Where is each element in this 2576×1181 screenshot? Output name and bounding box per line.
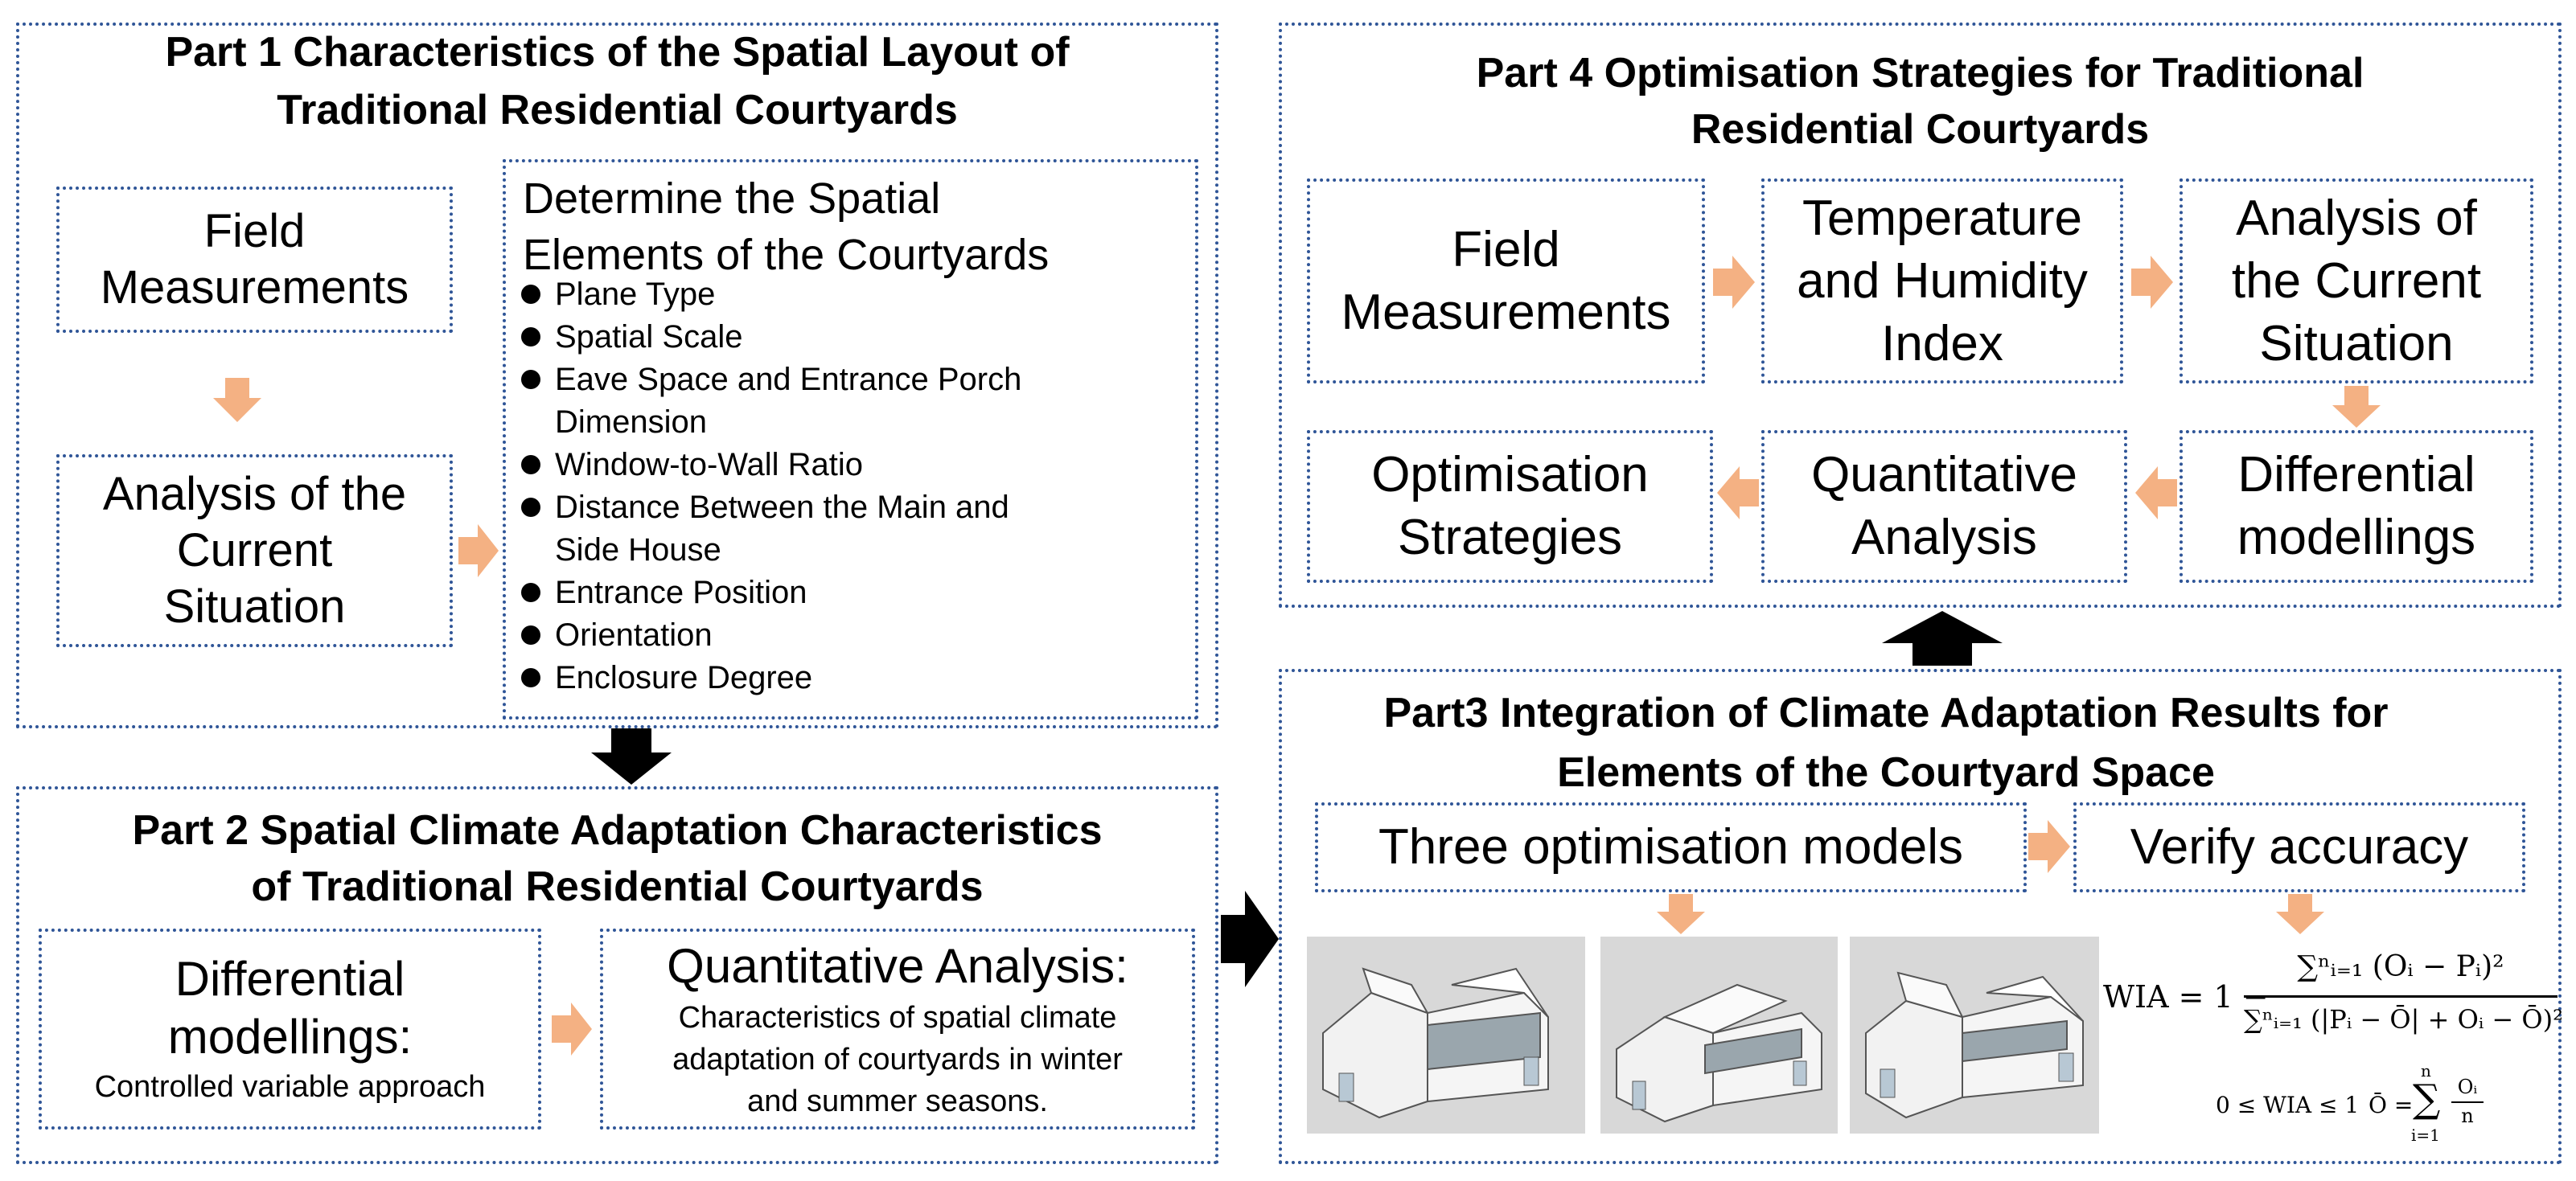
arrow-down-black-icon [591,728,672,785]
mean-formula-frac-den: n [2461,1105,2474,1127]
courtyard-model-render-1 [1307,937,1585,1134]
arrow-right-icon [2131,256,2173,309]
element-item: Window-to-Wall Ratio [515,444,1182,486]
element-item: Distance Between the Main and Side House [515,486,1182,572]
mean-formula-frac-num: Oᵢ [2457,1076,2478,1098]
mean-formula-lower-limit: i=1 [2411,1126,2440,1145]
arrow-down-icon [2332,386,2381,428]
element-item: Plane Type [515,273,1182,316]
part4-title-line1: Part 4 Optimisation Strategies for Tradi… [1476,50,2364,96]
part2-quantitative-box: Quantitative Analysis: Characteristics o… [600,929,1195,1130]
element-item: Eave Space and Entrance Porch Dimension [515,359,1182,444]
arrow-down-icon [1657,894,1705,934]
arrow-down-icon [2276,894,2324,934]
arrow-up-black-icon [1882,611,2003,666]
part3-title-line2: Elements of the Courtyard Space [1557,749,2215,796]
part2-title-line1: Part 2 Spatial Climate Adaptation Charac… [132,807,1103,854]
part4-title-line2: Residential Courtyards [1691,106,2150,153]
arrow-down-icon [213,378,261,422]
wia-range: 0 ≤ WIA ≤ 1 [2216,1092,2360,1118]
mean-formula-sigma: ∑ [2413,1076,2441,1122]
part1-spatial-elements-title: Determine the Spatial Elements of the Co… [523,174,1050,279]
part1-title-line1: Part 1 Characteristics of the Spatial La… [165,29,1070,76]
wia-fraction-bar [2244,995,2558,998]
wia-formula-lhs: WIA = 1 − [2103,979,2269,1015]
part4-analysis-box: Analysis of the Current Situation [2180,178,2533,383]
element-item: Enclosure Degree [515,657,1182,699]
wia-formula-denominator: ∑ⁿᵢ₌₁ (|Pᵢ − Ō| + Oᵢ − Ō)² [2244,1004,2563,1035]
part1-field-measurements-box: Field Measurements [56,187,453,333]
part3-container [1279,669,2562,1164]
wia-formula-numerator: ∑ⁿᵢ₌₁ (Oᵢ − Pᵢ)² [2297,950,2504,983]
part4-strategies-box: Optimisation Strategies [1307,430,1713,583]
mean-formula-upper-limit: n [2421,1061,2431,1081]
courtyard-model-render-2 [1600,937,1838,1134]
part2-quantitative-sub: Characteristics of spatial climate adapt… [672,1001,1123,1118]
arrow-right-icon [458,524,499,577]
part4-container [1279,23,2562,608]
part2-differential-main: Differential modellings: [167,952,413,1064]
courtyard-model-render-3 [1850,937,2099,1134]
arrow-right-icon [1713,256,1755,309]
part1-elements-list: Plane Type Spatial Scale Eave Space and … [515,273,1182,699]
part4-quantitative-box: Quantitative Analysis [1761,430,2127,583]
part4-thi-box: Temperature and Humidity Index [1761,178,2123,383]
part2-differential-box: Differential modellings: Controlled vari… [39,929,541,1130]
arrow-right-icon [552,1003,592,1056]
part3-verify-box: Verify accuracy [2073,802,2525,892]
part2-container [16,786,1218,1164]
part1-analysis-box: Analysis of the Current Situation [56,454,453,647]
mean-formula-lhs: Ō = [2369,1092,2414,1118]
part1-container [16,23,1218,728]
arrow-right-icon [2028,820,2070,873]
part4-field-measurements-box: Field Measurements [1307,178,1705,383]
arrow-left-icon [2135,466,2177,519]
mean-fraction-bar [2451,1101,2484,1103]
part2-title-line2: of Traditional Residential Courtyards [251,863,984,910]
part4-differential-box: Differential modellings [2180,430,2533,583]
element-item: Entrance Position [515,572,1182,614]
part1-title-line2: Traditional Residential Courtyards [277,87,958,133]
part3-title-line1: Part3 Integration of Climate Adaptation … [1383,690,2389,736]
part1-spatial-elements-box [503,159,1198,720]
part2-differential-sub: Controlled variable approach [94,1070,486,1104]
arrow-left-icon [1717,466,1759,519]
part3-models-box: Three optimisation models [1315,802,2027,892]
element-item: Spatial Scale [515,316,1182,359]
part2-quantitative-main: Quantitative Analysis: [667,939,1128,993]
element-item: Orientation [515,614,1182,657]
arrow-right-black-icon [1221,891,1279,987]
